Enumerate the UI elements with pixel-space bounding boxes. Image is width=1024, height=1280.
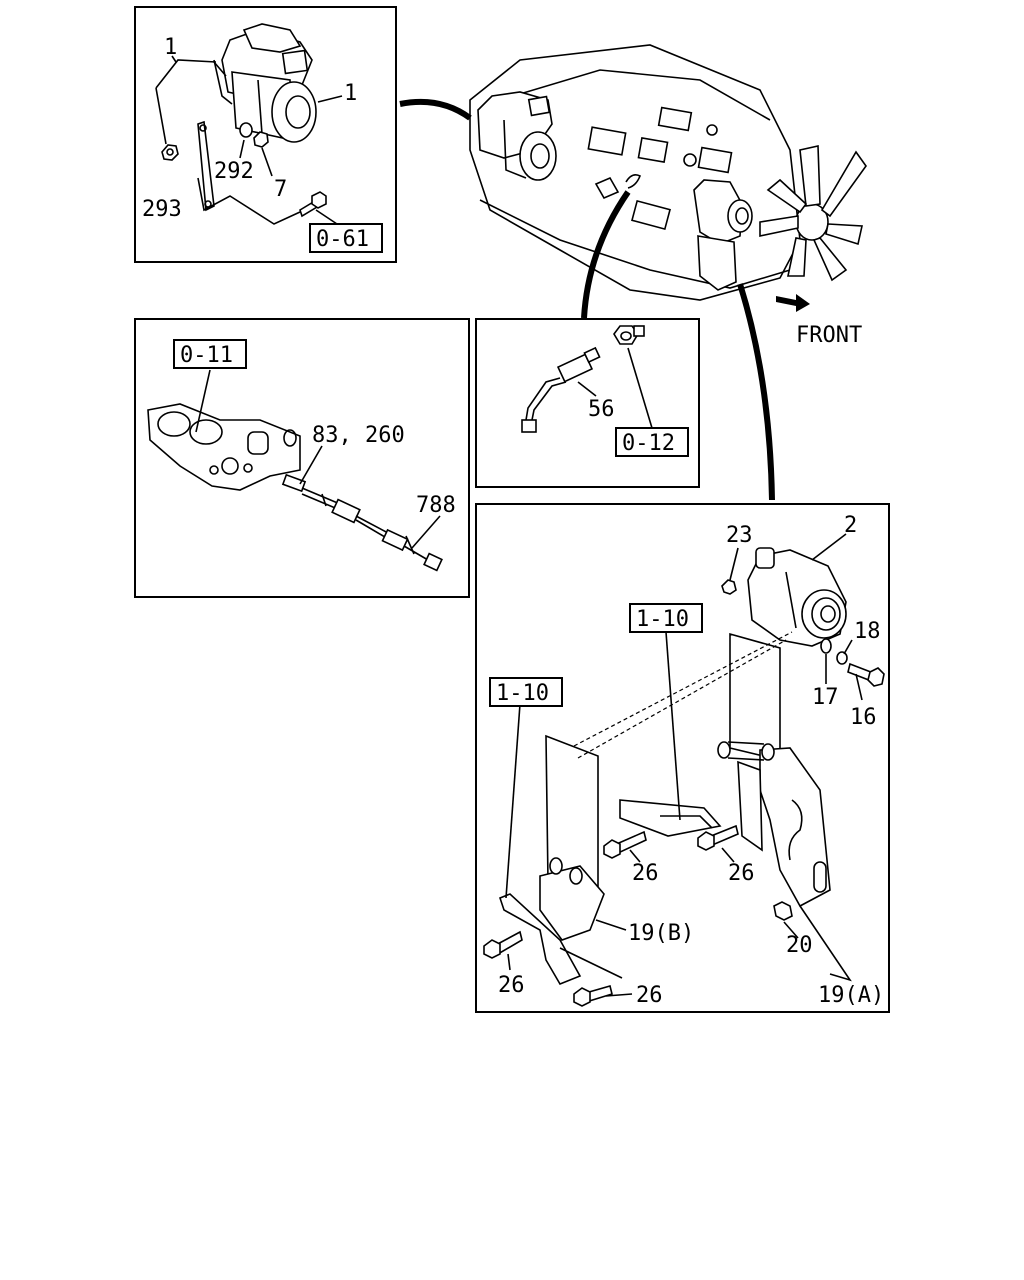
label-292: 292 [214,159,254,184]
leader-83 [299,445,323,485]
generator-bracket-a-drawing [717,632,831,908]
label-26b: 26 [728,861,755,886]
ref-label-0-61[interactable]: 0-61 [316,227,369,252]
cooling-fan-drawing [759,145,867,282]
label-19b: 19(B) [628,921,694,946]
label-18: 18 [854,619,881,644]
label-2: 2 [844,513,857,538]
label-56: 56 [588,397,615,422]
ref-box-1-10a[interactable] [629,603,703,633]
front-arrow [776,294,810,312]
ref-label-0-12[interactable]: 0-12 [622,431,675,456]
engine-starter-drawing [477,91,557,181]
label-16: 16 [850,705,877,730]
label-starter-1b: 1 [344,81,357,106]
label-26d: 26 [636,983,663,1008]
label-788: 788 [416,493,456,518]
switch-panel-frame [475,318,700,488]
starter-panel: 1 1 292 7 293 0-61 [134,6,397,263]
temperature-sensor-drawing [281,473,443,572]
label-front: FRONT [796,323,862,348]
engine-block-drawing [469,44,801,301]
label-23: 23 [726,523,753,548]
ref-label-1-10a[interactable]: 1-10 [636,607,689,632]
ref-box-1-10b[interactable] [489,677,563,707]
generator-drawing [747,547,847,647]
leader-788 [411,515,441,549]
label-26a: 26 [632,861,659,886]
switch-panel: 56 0-12 [475,318,700,488]
adjusting-plate-drawing [619,799,722,837]
label-20: 20 [786,933,813,958]
exhaust-manifold-drawing [147,403,301,491]
label-26c: 26 [498,973,525,998]
label-293: 293 [142,197,182,222]
oil-pressure-switch-drawing [521,346,601,433]
leader-0-12 [627,347,653,429]
starter-hardware [161,120,327,218]
adapter-fitting-drawing [613,325,645,345]
ref-label-0-11[interactable]: 0-11 [180,343,233,368]
sensor-panel: 0-11 83, 260 788 [134,318,470,598]
leader-0-11 [195,369,211,433]
engine-generator-drawing [693,179,753,291]
label-83-260: 83, 260 [312,423,405,448]
callout-arrows [399,98,775,501]
engine-overview: FRONT [399,44,867,501]
ref-label-1-10b[interactable]: 1-10 [496,681,549,706]
starter-leaders [155,55,343,227]
label-starter-1a: 1 [164,35,177,60]
generator-panel: 23 2 1-10 1-10 18 17 16 26 26 19(B) 20 2… [475,503,890,1013]
label-19a: 19(A) [818,983,884,1008]
generator-hardware [483,579,885,1007]
label-17: 17 [812,685,839,710]
generator-bracket-b-drawing [499,734,605,985]
label-7: 7 [274,177,287,202]
ref-box-0-61[interactable] [309,223,383,253]
generator-leaders [505,533,863,997]
ref-box-0-12[interactable] [615,427,689,457]
leader-56 [577,381,597,397]
ref-box-0-11[interactable] [173,339,247,369]
